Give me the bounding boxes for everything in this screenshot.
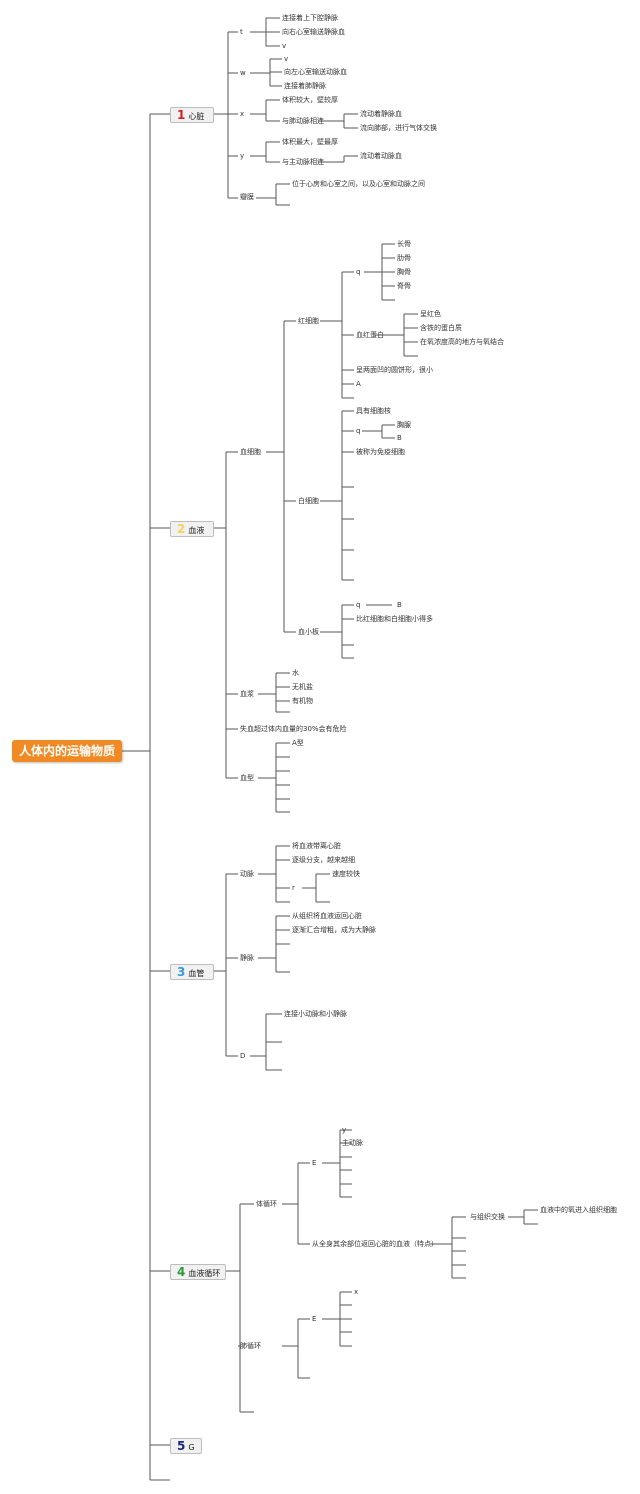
node-blood-type[interactable]: 血型 bbox=[240, 774, 254, 782]
node-e1-item[interactable]: y bbox=[342, 1126, 347, 1134]
node-hemoglobin[interactable]: 血红蛋白 bbox=[356, 331, 384, 339]
node-artery[interactable]: 动脉 bbox=[240, 870, 254, 878]
node-bone[interactable]: 长骨 bbox=[397, 240, 411, 248]
node-w-item[interactable]: 连接着肺静脉 bbox=[284, 82, 326, 90]
node-systemic[interactable]: 体循环 bbox=[256, 1200, 277, 1208]
node-type-item[interactable]: A型 bbox=[292, 739, 304, 747]
node-pl-item[interactable]: 比红细胞和白细胞小得多 bbox=[356, 615, 433, 623]
node-vein-item[interactable]: 逐渐汇合增粗，成为大静脉 bbox=[292, 926, 376, 934]
node-plasma-item[interactable]: 无机盐 bbox=[292, 683, 313, 691]
node-valve-item[interactable]: 位于心房和心室之间，以及心室和动脉之间 bbox=[292, 180, 425, 188]
node-wbc-item[interactable]: 具有细胞核 bbox=[356, 407, 391, 415]
node-t-item[interactable]: 向右心室输送静脉血 bbox=[282, 28, 345, 36]
node-plasma-item[interactable]: 有机物 bbox=[292, 697, 313, 705]
node-bone[interactable]: 肋骨 bbox=[397, 254, 411, 262]
node-y-item[interactable]: 体积最大，壁最厚 bbox=[282, 138, 338, 146]
node-vein[interactable]: 静脉 bbox=[240, 954, 254, 962]
branch-number-5: 5 bbox=[177, 1439, 186, 1453]
node-wbc-q-item[interactable]: 胸腺 bbox=[397, 421, 411, 429]
node-t[interactable]: t bbox=[240, 28, 243, 36]
node-vein-item[interactable]: 从组织将血液运回心脏 bbox=[292, 912, 362, 920]
node-hb-item[interactable]: 呈红色 bbox=[420, 310, 441, 318]
node-blood-cells[interactable]: 血细胞 bbox=[240, 448, 261, 456]
node-bone[interactable]: 胸骨 bbox=[397, 268, 411, 276]
branch-number-2: 2 bbox=[177, 522, 186, 536]
node-pl-q-b[interactable]: B bbox=[397, 601, 402, 609]
node-plasma-item[interactable]: 水 bbox=[292, 669, 299, 677]
node-w-item[interactable]: 向左心室输送动脉血 bbox=[284, 68, 347, 76]
node-artery-r[interactable]: r bbox=[292, 884, 295, 892]
branch-label: 血管 bbox=[188, 969, 205, 978]
node-x-sub[interactable]: 流向肺部，进行气体交换 bbox=[360, 124, 437, 132]
node-bone[interactable]: 脊骨 bbox=[397, 282, 411, 290]
node-y-sub[interactable]: 流动着动脉血 bbox=[360, 152, 402, 160]
node-wbc-q-item[interactable]: B bbox=[397, 434, 402, 442]
node-w[interactable]: w bbox=[240, 69, 246, 77]
node-rbc-item[interactable]: A bbox=[356, 380, 361, 388]
root-topic[interactable]: 人体内的运输物质 bbox=[12, 740, 122, 762]
node-e1[interactable]: E bbox=[312, 1159, 317, 1167]
node-x[interactable]: x bbox=[240, 110, 245, 118]
branch-label: 心脏 bbox=[188, 112, 205, 121]
node-e2-item[interactable]: x bbox=[354, 1288, 359, 1296]
node-e2[interactable]: E bbox=[312, 1315, 317, 1323]
node-wbc[interactable]: 白细胞 bbox=[298, 497, 319, 505]
node-d-item[interactable]: 连接小动脉和小静脉 bbox=[284, 1010, 347, 1018]
node-hb-item[interactable]: 在氧浓度高的地方与氧结合 bbox=[420, 338, 504, 346]
node-e1-item[interactable]: 主动脉 bbox=[342, 1139, 363, 1147]
branch-label: 血液循环 bbox=[188, 1269, 221, 1278]
node-r-item[interactable]: 速度较快 bbox=[332, 870, 360, 878]
node-exchange[interactable]: 与组织交换 bbox=[470, 1213, 505, 1221]
node-rbc-q[interactable]: q bbox=[356, 268, 361, 276]
node-hb-item[interactable]: 含铁的蛋白质 bbox=[420, 324, 462, 332]
node-pulmonary[interactable]: 肺循环 bbox=[240, 1342, 261, 1350]
node-exchange-item[interactable]: 血液中的氧进入组织细胞 bbox=[540, 1206, 617, 1214]
node-pl-q[interactable]: q bbox=[356, 601, 361, 609]
node-wbc-q[interactable]: q bbox=[356, 427, 361, 435]
node-t-item[interactable]: 连接着上下腔静脉 bbox=[282, 14, 338, 22]
node-blood-loss[interactable]: 失血超过体内血量的30%会有危险 bbox=[240, 725, 347, 733]
node-artery-item[interactable]: 将血液带离心脏 bbox=[292, 842, 341, 850]
node-return[interactable]: 从全身其余部位返回心脏的血液（特点） bbox=[312, 1240, 438, 1248]
node-rbc[interactable]: 红细胞 bbox=[298, 317, 319, 325]
node-capillary[interactable]: D bbox=[240, 1052, 246, 1060]
node-w-item[interactable]: v bbox=[284, 55, 289, 63]
node-wbc-item[interactable]: 被称为免疫细胞 bbox=[356, 448, 405, 456]
node-y[interactable]: y bbox=[240, 152, 245, 160]
node-plasma[interactable]: 血浆 bbox=[240, 690, 254, 698]
branch-label: 血液 bbox=[188, 526, 205, 535]
node-rbc-item[interactable]: 呈两面凹的圆饼形，很小 bbox=[356, 366, 433, 374]
node-valve[interactable]: 瓣膜 bbox=[240, 193, 254, 201]
node-x-item[interactable]: 与肺动脉相连 bbox=[282, 117, 324, 125]
branch-number-1: 1 bbox=[177, 108, 186, 122]
branch-label: G bbox=[188, 1443, 195, 1452]
branch-number-3: 3 bbox=[177, 965, 186, 979]
node-t-item[interactable]: v bbox=[282, 42, 287, 50]
branch-number-4: 4 bbox=[177, 1265, 186, 1279]
node-platelet[interactable]: 血小板 bbox=[298, 628, 319, 636]
node-y-item[interactable]: 与主动脉相连 bbox=[282, 158, 324, 166]
node-x-sub[interactable]: 流动着静脉血 bbox=[360, 110, 402, 118]
node-artery-item[interactable]: 逐级分支，越来越细 bbox=[292, 856, 355, 864]
node-x-item[interactable]: 体积较大，壁较厚 bbox=[282, 96, 338, 104]
